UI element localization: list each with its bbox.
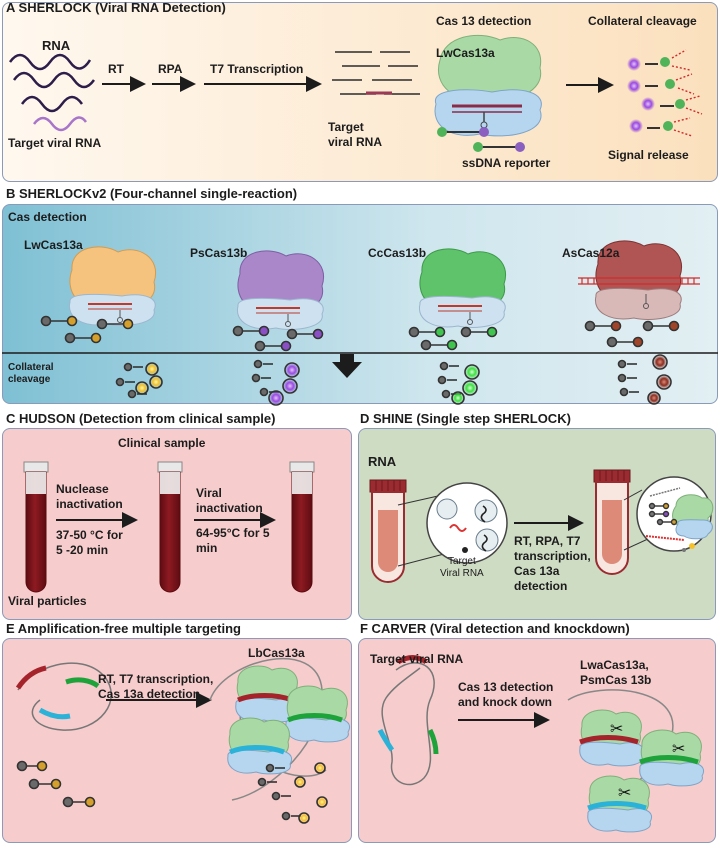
- a-label-cas13-detection: Cas 13 detection: [436, 14, 532, 28]
- a-label-collateral-cleavage: Collateral cleavage: [588, 14, 697, 28]
- e-label-lbcas13a: LbCas13a: [248, 646, 305, 660]
- c-label-viral-conditions: 64-95°C for 5 min: [196, 526, 270, 555]
- a-label-rpa: RPA: [158, 62, 183, 76]
- b-enzyme-lwcas13a: [69, 246, 157, 326]
- signal-release: [627, 49, 703, 137]
- f-label-steps: Cas 13 detection and knock down: [458, 680, 554, 709]
- panel-e: [2, 638, 352, 843]
- d-label-target-viral-rna: Target Viral RNA: [440, 556, 484, 579]
- a-label-target-viral-rna: Target viral RNA: [8, 136, 102, 150]
- b-cleaved-reporters: [115, 354, 672, 406]
- e-target-rna: [15, 662, 112, 731]
- d-label-rna: RNA: [368, 454, 397, 469]
- a-label-lwcas13a: LwCas13a: [436, 46, 495, 60]
- ssdna-reporters: [437, 127, 525, 152]
- reaction-magnifier: [636, 476, 714, 552]
- scissors-icon: ✂: [618, 783, 631, 802]
- a-label-rt: RT: [108, 62, 124, 76]
- scissors-icon: ✂: [610, 719, 623, 738]
- zoom-line-2: [397, 553, 445, 567]
- d-label-shine-steps: RT, RPA, T7 transcription, Cas 13a detec…: [514, 534, 591, 593]
- e-lbcas13a-complexes: [209, 657, 350, 801]
- b-label-enzyme-4: AsCas12a: [562, 246, 620, 260]
- down-arrow-icon: [332, 354, 362, 378]
- f-cas13-complexes: ✂ ✂ ✂: [567, 689, 704, 833]
- c-label-viral-particles: Viral particles: [8, 594, 87, 608]
- lwcas13a-complex: [434, 34, 542, 137]
- c-label-nuclease-conditions: 37-50 °C for 5 -20 min: [56, 528, 123, 557]
- dna-fragments: [332, 51, 420, 95]
- e-cleaved-reporters: [257, 762, 328, 824]
- e-label-steps: RT, T7 transcription, Cas 13a detection: [98, 672, 214, 701]
- a-label-signal-release: Signal release: [608, 148, 689, 162]
- panel-f-title: F CARVER (Viral detection and knockdown): [360, 621, 630, 636]
- a-label-rna: RNA: [42, 38, 71, 53]
- b-label-enzyme-2: PsCas13b: [190, 246, 248, 260]
- test-tube-2: [157, 461, 183, 593]
- c-label-clinical-sample: Clinical sample: [118, 436, 206, 450]
- f-label-enzymes: LwaCas13a, PsmCas 13b: [580, 658, 652, 687]
- f-label-target-viral-rna: Target viral RNA: [370, 652, 464, 666]
- b-enzyme-ascas12a: [578, 240, 700, 320]
- zoom-line-4: [623, 537, 651, 551]
- c-label-viral-inactivation: Viral inactivation: [196, 486, 263, 515]
- panel-d-title: D SHINE (Single step SHERLOCK): [360, 411, 571, 426]
- b-label-collateral-cleavage: Collateral cleavage: [8, 362, 54, 385]
- shine-tube-1: [369, 479, 407, 583]
- virus-magnifier: [426, 482, 508, 564]
- b-label-cas-detection: Cas detection: [8, 210, 87, 224]
- panel-b-title: B SHERLOCKv2 (Four-channel single-reacti…: [6, 186, 298, 201]
- a-label-target-viral-rna-fragments: Target viral RNA: [328, 120, 383, 149]
- b-enzyme-pscas13b: [237, 250, 325, 330]
- scissors-icon: ✂: [672, 739, 685, 758]
- test-tube-3: [289, 461, 315, 593]
- b-reporters: [40, 315, 680, 352]
- rna-strands: [8, 53, 96, 132]
- zoom-line-3: [623, 489, 643, 501]
- b-enzyme-cccas13b: [419, 248, 507, 328]
- shine-tube-2: [593, 469, 631, 575]
- panel-c-title: C HUDSON (Detection from clinical sample…: [6, 411, 276, 426]
- c-label-nuclease-inactivation: Nuclease inactivation: [56, 482, 123, 511]
- test-tube-1: [23, 461, 49, 593]
- zoom-line-1: [397, 495, 439, 506]
- b-label-enzyme-3: CcCas13b: [368, 246, 427, 260]
- panel-e-title: E Amplification-free multiple targeting: [6, 621, 241, 636]
- e-reporters: [16, 760, 96, 808]
- a-label-ssdna-reporter: ssDNA reporter: [462, 156, 551, 170]
- a-label-t7: T7 Transcription: [210, 62, 304, 76]
- b-label-enzyme-1: LwCas13a: [24, 238, 83, 252]
- f-target-rna: [377, 655, 439, 786]
- panel-a-title: A SHERLOCK (Viral RNA Detection): [6, 0, 226, 15]
